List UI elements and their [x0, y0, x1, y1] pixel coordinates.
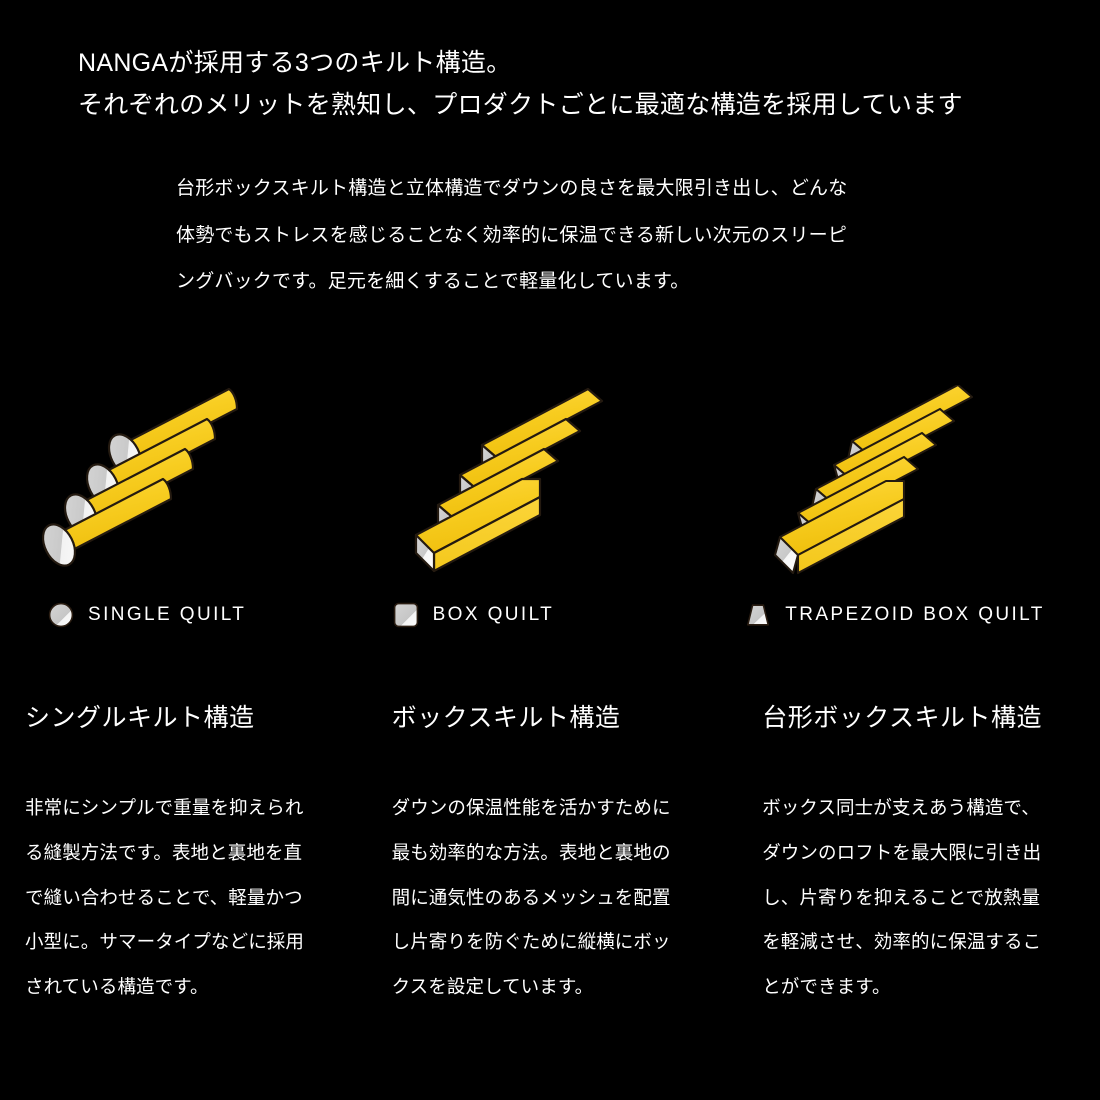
column-body: 非常にシンプルで重量を抑えられ る縫製方法です。表地と裏地を直 で縫い合わせるこ…	[25, 786, 343, 1010]
box-quilt-illustration	[367, 380, 734, 580]
body-line: 間に通気性のあるメッシュを配置	[391, 886, 671, 908]
trapezoid-box-quilt-svg	[774, 385, 974, 575]
lead-line-3: ングバックです。足元を細くすることで軽量化しています。	[176, 271, 690, 293]
trapezoid-box-quilt-illustration	[733, 380, 1100, 580]
body-line: 最も効率的な方法。表地と裏地の	[391, 841, 671, 863]
column-body: ボックス同士が支えあう構造で、 ダウンのロフトを最大限に引き出 し、片寄りを抑え…	[762, 786, 1080, 1010]
lead-line-1: 台形ボックスキルト構造と立体構造でダウンの良さを最大限引き出し、どんな	[176, 178, 848, 199]
square-icon	[393, 602, 418, 628]
quilt-columns: SINGLE QUILT シングルキルト構造 非常にシンプルで重量を抑えられ る…	[0, 380, 1100, 1010]
circle-icon	[48, 602, 74, 628]
legend-label: SINGLE QUILT	[88, 604, 247, 625]
trapezoid-icon	[747, 604, 770, 626]
body-line: されている構造です。	[25, 976, 209, 998]
lead-line-2: 体勢でもストレスを感じることなく効率的に保温できる新しい次元のスリーピ	[176, 224, 848, 246]
lead-paragraph: 台形ボックスキルト構造と立体構造でダウンの良さを最大限引き出し、どんな 体勢でも…	[176, 166, 976, 306]
body-line: 非常にシンプルで重量を抑えられ	[25, 797, 304, 818]
body-line: ダウンのロフトを最大限に引き出	[762, 841, 1042, 863]
body-line: を軽減させ、効率的に保温するこ	[762, 931, 1042, 953]
column-box-quilt: BOX QUILT ボックスキルト構造 ダウンの保温性能を活かすために 最も効率…	[367, 380, 734, 1010]
body-line: 小型に。サマータイプなどに採用	[25, 931, 305, 953]
column-title: シングルキルト構造	[25, 704, 255, 732]
legend-box-quilt: BOX QUILT	[393, 594, 555, 636]
page-headline: NANGAが採用する3つのキルト構造。 それぞれのメリットを熟知し、プロダクトご…	[78, 42, 1068, 126]
column-single-quilt: SINGLE QUILT シングルキルト構造 非常にシンプルで重量を抑えられ る…	[0, 380, 367, 1010]
box-quilt-svg	[414, 387, 603, 573]
body-line: とができます。	[762, 976, 891, 998]
column-trapezoid-box-quilt: TRAPEZOID BOX QUILT 台形ボックスキルト構造 ボックス同士が支…	[733, 380, 1100, 1010]
body-line: ボックス同士が支えあう構造で、	[762, 797, 1040, 818]
single-quilt-illustration	[0, 380, 367, 580]
column-title: ボックスキルト構造	[391, 704, 621, 732]
body-line: で縫い合わせることで、軽量かつ	[25, 886, 303, 908]
single-quilt-svg	[42, 387, 239, 567]
body-line: クスを設定しています。	[391, 976, 594, 998]
column-title: 台形ボックスキルト構造	[762, 704, 1042, 732]
body-line: し、片寄りを抑えることで放熱量	[762, 886, 1041, 908]
legend-single-quilt: SINGLE QUILT	[48, 594, 246, 636]
body-line: ダウンの保温性能を活かすために	[391, 797, 671, 818]
column-body: ダウンの保温性能を活かすために 最も効率的な方法。表地と裏地の 間に通気性のある…	[392, 786, 710, 1010]
headline-line-2: それぞれのメリットを熟知し、プロダクトごとに最適な構造を採用しています	[78, 91, 963, 119]
headline-line-1: NANGAが採用する3つのキルト構造。	[78, 49, 512, 77]
body-line: る縫製方法です。表地と裏地を直	[25, 841, 303, 863]
legend-trapezoid-box-quilt: TRAPEZOID BOX QUILT	[745, 594, 1045, 636]
body-line: し片寄りを防ぐために縦横にボッ	[391, 931, 671, 953]
legend-label: TRAPEZOID BOX QUILT	[785, 604, 1045, 625]
legend-label: BOX QUILT	[432, 604, 555, 625]
